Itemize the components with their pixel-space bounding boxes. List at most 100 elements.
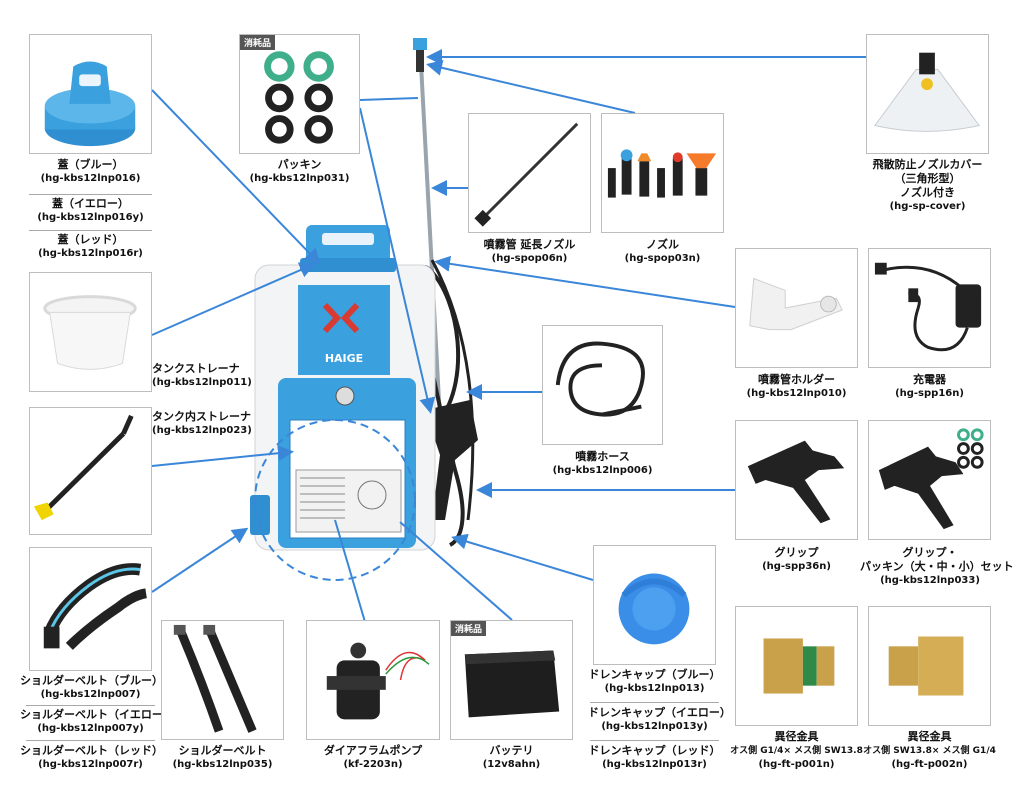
extension-image-box — [468, 113, 591, 233]
drain-name-yellow: ドレンキャップ（イエロー） — [588, 706, 731, 719]
grip-set-line-1: グリップ・ — [902, 546, 958, 559]
drain-code-yellow: (hg-kbs12lnp013y) — [601, 721, 708, 732]
fitting1-image-box — [735, 606, 858, 726]
hose-icon — [555, 341, 645, 417]
nozzle-image-box — [601, 113, 724, 233]
belt2-name: ショルダーベルト — [178, 744, 267, 757]
hose-name: 噴霧ホース — [575, 450, 630, 463]
nozzle-caption: ノズル (hg-spop03n) — [601, 238, 724, 266]
battery-image-box: 消耗品 — [450, 620, 573, 740]
fitting1-name: 異径金具 — [774, 730, 819, 743]
charger-icon — [874, 262, 982, 352]
grip-image-box — [735, 420, 858, 540]
belt-name-blue: ショルダーベルト（ブルー） — [20, 674, 163, 687]
belt-caption-yellow: ショルダーベルト（イエロー） (hg-kbs12lnp007y) — [20, 708, 174, 736]
holder-icon — [749, 277, 843, 331]
inner-strainer-name: タンク内ストレーナ — [152, 410, 251, 423]
lid-name-red: 蓋（レッド） — [57, 233, 124, 246]
grip-set-icon — [878, 428, 984, 530]
drain-cap-image-box — [593, 545, 716, 665]
strainer-icon — [43, 295, 137, 370]
shoulder-belt-black-icon — [173, 624, 257, 733]
nozzle-cover-icon — [874, 52, 980, 132]
shoulder-belt-icon — [43, 563, 148, 650]
grip-set-caption: グリップ・ パッキン（大・中・小）セット (hg-kbs12lnp033) — [860, 546, 1014, 588]
battery-icon — [464, 650, 560, 718]
fitting2-caption: 異径金具 オス側 SW13.8× メス側 G1/4 (hg-ft-p002n) — [858, 730, 1001, 772]
lid-image-box — [29, 34, 152, 154]
drain-name-red: ドレンキャップ（レッド） — [588, 744, 721, 757]
brass-fitting-icon — [763, 638, 835, 694]
belt-caption-blue: ショルダーベルト（ブルー） (hg-kbs12lnp007) — [20, 674, 163, 702]
grip-set-image-box — [868, 420, 991, 540]
charger-name: 充電器 — [913, 373, 946, 386]
holder-image-box — [735, 248, 858, 368]
charger-image-box — [868, 248, 991, 368]
nozzle-code: (hg-spop03n) — [624, 253, 701, 264]
nozzle-set-icon — [607, 149, 717, 198]
grip-on-product-icon — [425, 400, 478, 520]
lid-caption: 蓋（ブルー） (hg-kbs12lnp016) — [29, 158, 152, 186]
cover-line-1: 飛散防止ノズルカバー — [872, 158, 983, 171]
grip-set-line-2: パッキン（大・中・小）セット — [860, 560, 1014, 573]
drain-cap-icon — [618, 573, 690, 645]
inner-strainer-code: (hg-kbs12lnp023) — [152, 425, 252, 436]
drain-caption-blue: ドレンキャップ（ブルー） (hg-kbs12lnp013) — [588, 668, 721, 696]
holder-code: (hg-kbs12lnp010) — [746, 388, 847, 399]
lid-caption-red: 蓋（レッド） (hg-kbs12lnp016r) — [29, 233, 152, 261]
fitting2-image-box — [868, 606, 991, 726]
holder-caption: 噴霧管ホルダー (hg-kbs12lnp010) — [735, 373, 858, 401]
grip-caption: グリップ (hg-spp36n) — [735, 546, 858, 574]
belt-name-red: ショルダーベルト（レッド） — [20, 744, 163, 757]
battery-caption: バッテリ (12v8ahn) — [450, 744, 573, 772]
drain-code-blue: (hg-kbs12lnp013) — [604, 683, 705, 694]
battery-code: (12v8ahn) — [482, 759, 541, 770]
extension-caption: 噴霧管 延長ノズル (hg-spop06n) — [468, 238, 591, 266]
brand-logo-text: HAIGE — [324, 352, 364, 365]
drain-name-blue: ドレンキャップ（ブルー） — [588, 668, 721, 681]
divider — [590, 702, 719, 703]
lid-icon — [44, 61, 136, 147]
lid-code-red: (hg-kbs12lnp016r) — [38, 248, 143, 259]
divider — [26, 705, 155, 706]
belt-image-box — [29, 547, 152, 671]
divider — [29, 230, 152, 231]
drain-caption-yellow: ドレンキャップ（イエロー） (hg-kbs12lnp013y) — [588, 706, 731, 734]
lid-caption-yellow: 蓋（イエロー） (hg-kbs12lnp016y) — [29, 197, 152, 225]
charger-code: (hg-spp16n) — [895, 388, 964, 399]
cover-line-3: ノズル付き — [900, 186, 955, 199]
pump-location-marker — [254, 419, 416, 581]
brass-fitting-icon — [888, 636, 964, 696]
fitting2-name: 異径金具 — [907, 730, 952, 743]
battery-name: バッテリ — [489, 744, 534, 757]
consumable-badge: 消耗品 — [240, 35, 276, 50]
extension-name: 噴霧管 延長ノズル — [483, 238, 576, 251]
cover-line-2: （三角形型） — [894, 172, 961, 185]
hose-caption: 噴霧ホース (hg-kbs12lnp006) — [542, 450, 663, 478]
pump-caption: ダイアフラムポンプ (kf-2203n) — [306, 744, 440, 772]
pump-image-box — [306, 620, 440, 740]
drain-code-red: (hg-kbs12lnp013r) — [602, 759, 707, 770]
strainer-image-box — [29, 272, 152, 392]
hose-code: (hg-kbs12lnp006) — [552, 465, 653, 476]
fitting2-code: (hg-ft-p002n) — [891, 759, 968, 770]
charger-caption: 充電器 (hg-spp16n) — [868, 373, 991, 401]
belt-caption-red: ショルダーベルト（レッド） (hg-kbs12lnp007r) — [20, 744, 163, 772]
extension-nozzle-icon — [474, 122, 579, 227]
consumable-badge: 消耗品 — [451, 621, 487, 636]
packing-rings-icon — [264, 51, 334, 144]
inner-strainer-image-box — [29, 407, 152, 535]
belt-code-yellow: (hg-kbs12lnp007y) — [37, 723, 144, 734]
diaphragm-pump-icon — [326, 642, 430, 720]
cover-code: (hg-sp-cover) — [889, 201, 966, 212]
divider — [590, 740, 719, 741]
belt-code-red: (hg-kbs12lnp007r) — [38, 759, 143, 770]
grip-set-code: (hg-kbs12lnp033) — [880, 575, 980, 586]
lid-name-blue: 蓋（ブルー） — [57, 158, 124, 171]
fitting2-spec: オス側 SW13.8× メス側 G1/4 — [863, 746, 996, 756]
drain-caption-red: ドレンキャップ（レッド） (hg-kbs12lnp013r) — [588, 744, 721, 772]
packing-caption: パッキン (hg-kbs12lnp031) — [239, 158, 360, 186]
fitting1-caption: 異径金具 オス側 G1/4× メス側 SW13.8 (hg-ft-p001n) — [725, 730, 868, 772]
belt-name-yellow: ショルダーベルト（イエロー） — [20, 708, 174, 721]
pump-code: (kf-2203n) — [343, 759, 403, 770]
